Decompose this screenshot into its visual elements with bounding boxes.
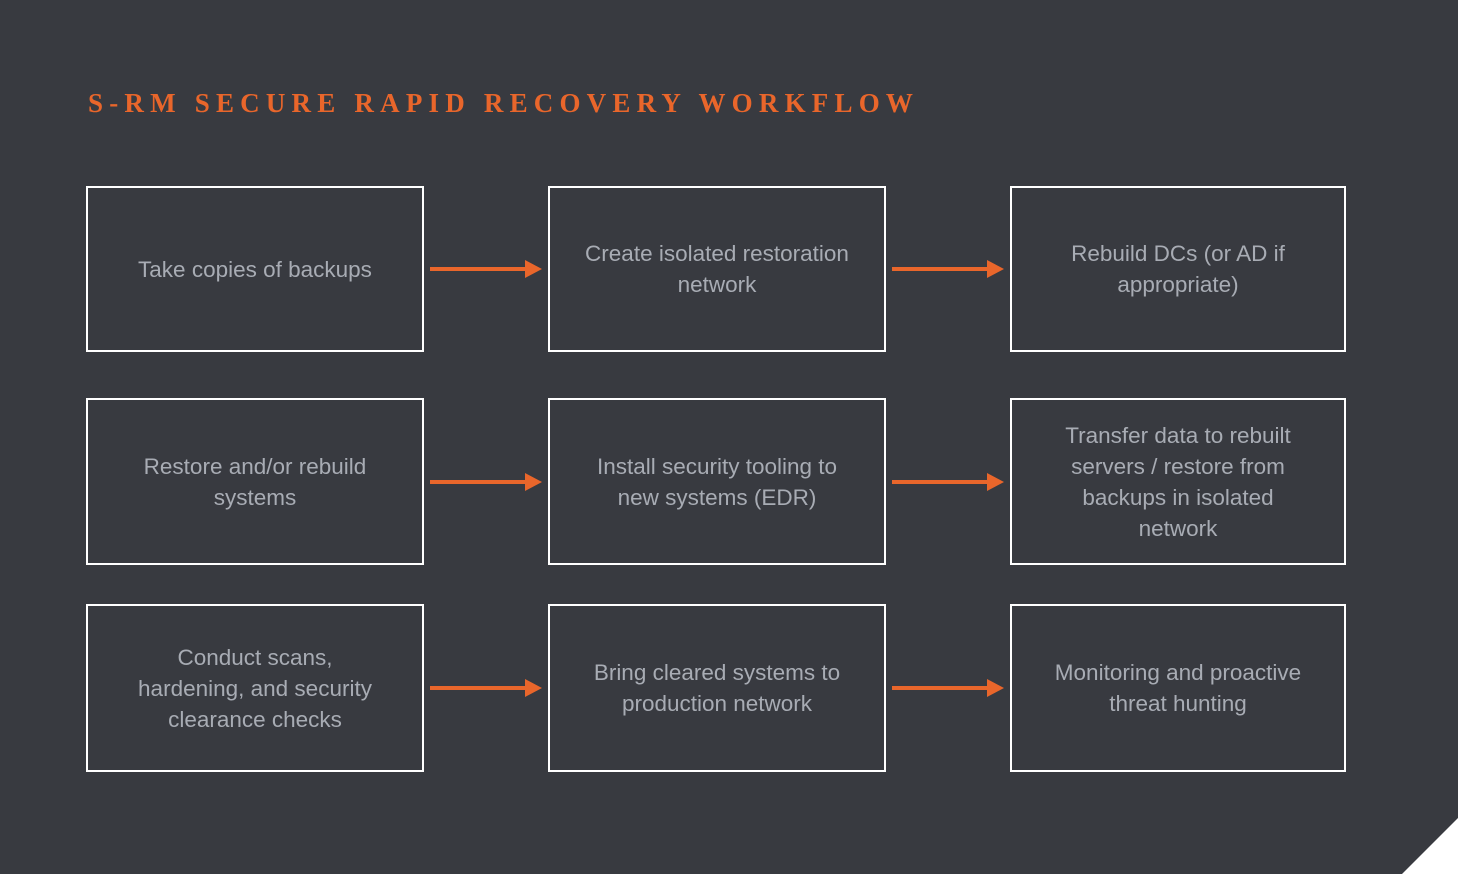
flow-arrow [424, 186, 548, 352]
flow-arrow [886, 604, 1010, 772]
arrow-head [525, 260, 542, 278]
flow-arrow [424, 604, 548, 772]
flow-step-label: Conduct scans, hardening, and security c… [138, 644, 372, 732]
flow-step-box[interactable]: Conduct scans, hardening, and security c… [86, 604, 424, 772]
arrow-shaft [892, 686, 987, 690]
flow-step-label: Install security tooling to new systems … [596, 453, 838, 510]
flow-step-label: Rebuild DCs (or AD if appropriate) [1071, 241, 1285, 297]
arrow-head [987, 472, 1004, 491]
flow-arrow [886, 398, 1010, 565]
arrow-shaft [430, 479, 525, 484]
arrow-right-icon [886, 679, 1010, 697]
arrow-head [987, 679, 1004, 697]
flow-step-label: Monitoring and proactive threat hunting [1054, 660, 1302, 716]
workflow-diagram: Take copies of backups Create isolated r… [86, 186, 1346, 772]
arrow-right-icon [886, 260, 1010, 278]
flow-step-label: Transfer data to rebuilt servers / resto… [1065, 422, 1291, 541]
arrow-shaft [430, 686, 525, 690]
arrow-right-icon [424, 679, 548, 697]
arrow-right-icon [424, 472, 548, 491]
arrow-head [987, 260, 1004, 278]
arrow-shaft [430, 267, 525, 271]
arrow-right-icon [424, 260, 548, 278]
flow-step-box[interactable]: Install security tooling to new systems … [548, 398, 886, 565]
flow-step-label: Create isolated restoration network [585, 241, 849, 297]
flow-arrow [886, 186, 1010, 352]
page-title: S-RM SECURE RAPID RECOVERY WORKFLOW [88, 88, 920, 118]
arrow-shaft [892, 267, 987, 271]
flow-step-box[interactable]: Restore and/or rebuild systems [86, 398, 424, 565]
flow-step-box[interactable]: Bring cleared systems to production netw… [548, 604, 886, 772]
flow-step-label: Bring cleared systems to production netw… [593, 660, 841, 716]
flow-step-box[interactable]: Rebuild DCs (or AD if appropriate) [1010, 186, 1346, 352]
arrow-shaft [892, 479, 987, 484]
corner-notch-decoration [1402, 818, 1458, 874]
flow-arrow [424, 398, 548, 565]
flow-step-box[interactable]: Monitoring and proactive threat hunting [1010, 604, 1346, 772]
flow-step-box[interactable]: Transfer data to rebuilt servers / resto… [1010, 398, 1346, 565]
arrow-head [525, 679, 542, 697]
arrow-head [525, 472, 542, 491]
flow-step-box[interactable]: Take copies of backups [86, 186, 424, 352]
flow-step-label: Restore and/or rebuild systems [143, 453, 367, 510]
arrow-right-icon [886, 472, 1010, 491]
flow-step-label: Take copies of backups [138, 256, 372, 282]
flow-step-box[interactable]: Create isolated restoration network [548, 186, 886, 352]
